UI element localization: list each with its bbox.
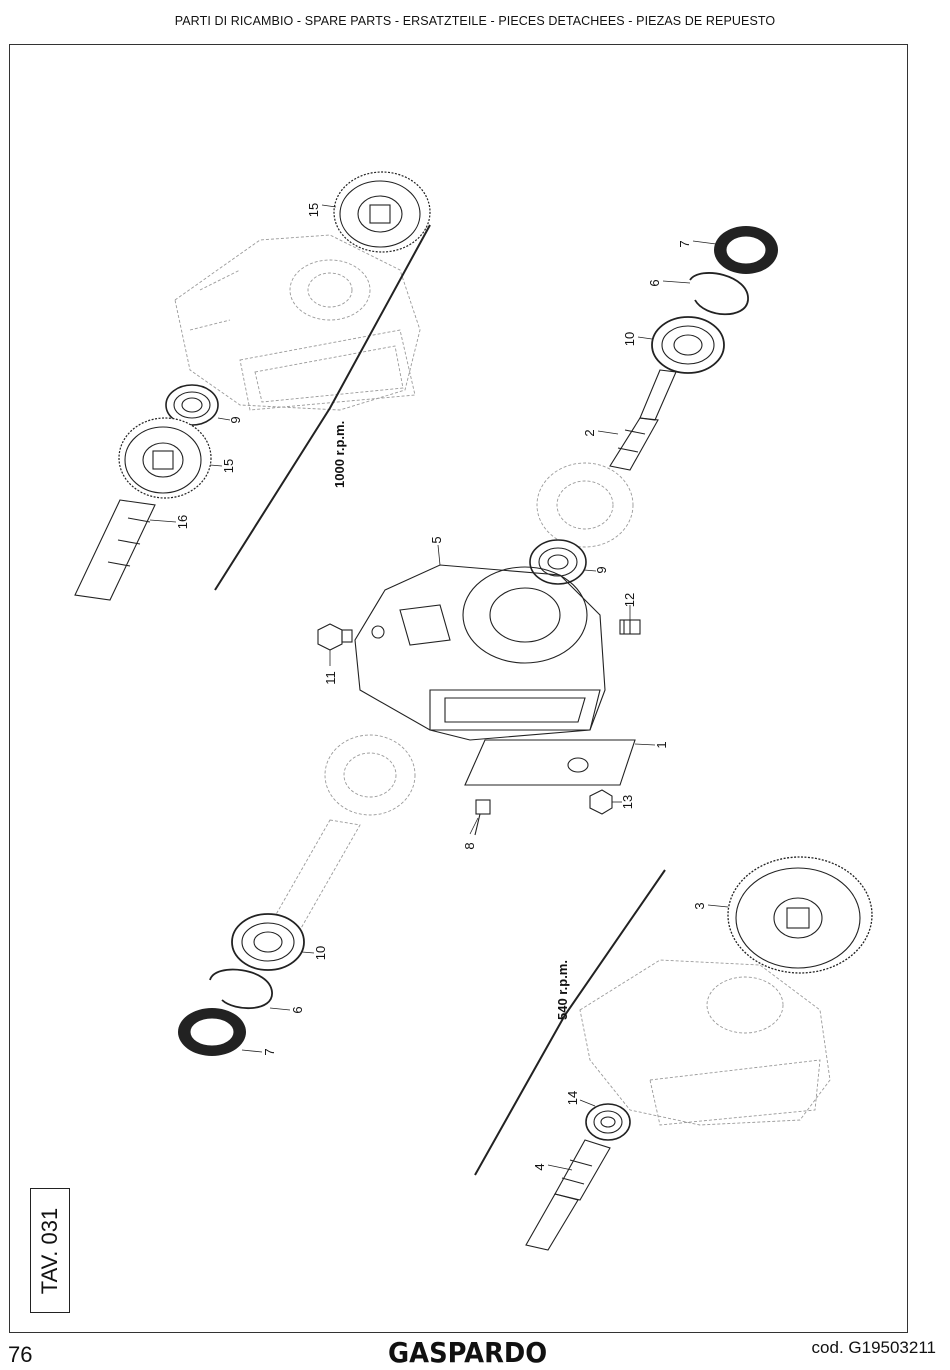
leader-7b — [241, 1049, 263, 1053]
shaft-4 — [525, 1139, 611, 1251]
bearing-9-upper — [165, 384, 219, 426]
callout-6-lower: 6 — [290, 1006, 305, 1013]
callout-7-upper: 7 — [677, 240, 692, 247]
callout-2: 2 — [582, 429, 597, 436]
leader-4 — [547, 1164, 573, 1171]
callout-12: 12 — [622, 593, 637, 607]
callout-15-left: 15 — [221, 459, 236, 473]
gear-3 — [727, 856, 873, 974]
callout-1: 1 — [654, 741, 669, 748]
gearbox-housing-5 — [354, 564, 606, 741]
separator-line-lower — [474, 869, 666, 1176]
leader-3 — [707, 904, 729, 908]
housing-ghost-upper — [174, 234, 421, 411]
bearing-10-lower — [231, 913, 305, 971]
leader-8 — [469, 817, 479, 835]
callout-10-lower: 10 — [313, 946, 328, 960]
leader-15a — [321, 204, 337, 208]
callout-6-upper: 6 — [647, 279, 662, 286]
leader-7a — [692, 240, 717, 245]
screw-8 — [474, 799, 491, 836]
callout-14: 14 — [565, 1091, 580, 1105]
leader-9a — [217, 417, 231, 421]
speed-label-540: 540 r.p.m. — [555, 960, 570, 1020]
page-header: PARTI DI RICAMBIO - SPARE PARTS - ERSATZ… — [174, 14, 776, 28]
callout-16: 16 — [175, 515, 190, 529]
leader-2 — [597, 430, 619, 435]
leader-9b — [583, 569, 597, 572]
shaft-ghost-center — [269, 734, 416, 931]
gear-ghost-right — [536, 462, 634, 548]
leader-16 — [149, 519, 177, 523]
bearing-14 — [585, 1103, 631, 1141]
circlip-6-lower — [209, 968, 273, 1010]
page-number: 76 — [8, 1342, 33, 1367]
callout-9-upper: 9 — [228, 416, 243, 423]
callout-11: 11 — [323, 671, 338, 685]
drawing-frame — [9, 44, 908, 1333]
callout-4: 4 — [532, 1163, 547, 1170]
shaft-16 — [74, 499, 156, 601]
gear-15-left — [118, 417, 212, 499]
leader-5 — [437, 544, 441, 566]
leader-10b — [301, 951, 315, 954]
shaft-2 — [609, 369, 677, 471]
callout-10-upper: 10 — [622, 332, 637, 346]
callout-5: 5 — [429, 536, 444, 543]
breather-11 — [317, 623, 353, 651]
callout-15-upper: 15 — [306, 203, 321, 217]
leader-6b — [269, 1007, 291, 1011]
callout-9-right: 9 — [594, 566, 609, 573]
callout-3: 3 — [692, 902, 707, 909]
leader-14 — [579, 1099, 596, 1107]
bearing-9-right — [529, 539, 587, 585]
brand-logo: GASPARDO — [388, 1336, 548, 1369]
leader-15b — [209, 464, 223, 467]
speed-label-1000: 1000 r.p.m. — [332, 421, 347, 488]
leader-6a — [662, 280, 691, 284]
gear-15-upper — [333, 171, 431, 253]
callout-7-lower: 7 — [262, 1048, 277, 1055]
plug-12 — [619, 619, 641, 635]
callout-13: 13 — [620, 795, 635, 809]
seal-7-upper — [714, 226, 778, 274]
table-label-box: TAV. 031 — [30, 1188, 70, 1313]
document-code: cod. G19503211 — [811, 1338, 936, 1357]
cover-plate-1 — [464, 739, 636, 786]
leader-1 — [634, 743, 656, 746]
table-label: TAV. 031 — [37, 1207, 62, 1294]
bearing-10-upper — [651, 316, 725, 374]
separator-line-upper — [214, 224, 431, 591]
callout-8: 8 — [462, 842, 477, 849]
leader-10a — [637, 336, 653, 340]
circlip-6-upper — [689, 272, 749, 316]
housing-ghost-lower — [579, 959, 831, 1126]
seal-7-lower — [178, 1008, 246, 1056]
plug-13 — [589, 789, 613, 815]
